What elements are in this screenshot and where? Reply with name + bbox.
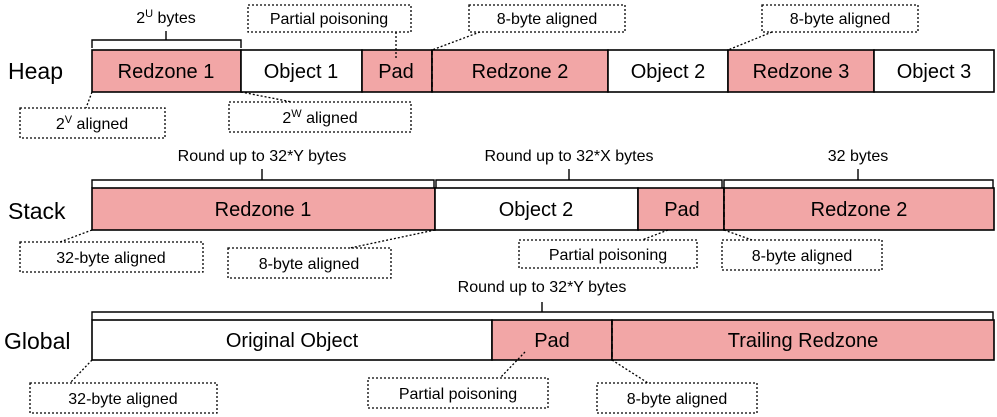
global-8-byte-aligned-box — [596, 382, 758, 414]
stack-bracket-middle: Round up to 32*X bytes — [435, 148, 723, 188]
stack-32-byte-aligned-pointer — [59, 229, 93, 243]
heap-2w-aligned-label: 2W aligned — [282, 108, 357, 127]
global-8-byte-aligned-label: 8-byte aligned — [627, 391, 728, 408]
global-8-byte-aligned-note: 8-byte aligned — [596, 359, 758, 414]
stack-32-byte-aligned-label: 32-byte aligned — [56, 250, 165, 267]
stack-row: Stack Round up to 32*Y bytes Round up to… — [8, 148, 995, 279]
heap-object-3-label: Object 3 — [897, 61, 971, 83]
heap-partial-poisoning-box — [247, 4, 412, 33]
global-8-byte-aligned-pointer — [611, 359, 649, 384]
heap-8-byte-aligned-label-1: 8-byte aligned — [497, 11, 598, 28]
heap-2w-aligned-pointer — [240, 91, 293, 103]
heap-pad-label: Pad — [378, 61, 414, 83]
global-pad-label: Pad — [534, 330, 570, 352]
stack-bracket-right-label: 32 bytes — [828, 148, 888, 165]
global-row: Global Round up to 32*Y bytes Original O… — [4, 279, 995, 414]
heap-8-byte-aligned-note-1: 8-byte aligned — [431, 4, 626, 51]
stack-object-2 — [434, 187, 639, 231]
heap-8-byte-aligned-pointer-2 — [727, 31, 773, 51]
stack-8-byte-aligned-box-left — [227, 247, 392, 279]
stack-bracket-left: Round up to 32*Y bytes — [91, 148, 435, 188]
heap-2w-aligned-box — [228, 101, 412, 133]
stack-redzone-2 — [723, 187, 995, 231]
heap-redzone-3 — [727, 49, 875, 93]
global-bracket-line — [91, 302, 994, 320]
heap-size-bracket: 2U bytes — [91, 8, 242, 48]
heap-object-3 — [873, 49, 995, 93]
heap-2w-aligned-note: 2W aligned — [228, 91, 412, 133]
heap-bracket-label: 2U bytes — [136, 8, 196, 27]
heap-partial-poisoning-note: Partial poisoning — [247, 4, 412, 58]
stack-bracket-left-line — [91, 169, 435, 188]
heap-redzone-3-label: Redzone 3 — [753, 61, 850, 83]
stack-8-byte-aligned-label-right: 8-byte aligned — [752, 248, 853, 265]
stack-32-byte-aligned-note: 32-byte aligned — [19, 229, 204, 273]
global-pad — [491, 319, 613, 361]
stack-object-2-label: Object 2 — [499, 199, 573, 221]
heap-object-1 — [240, 49, 363, 93]
heap-redzone-1-label: Redzone 1 — [118, 61, 215, 83]
heap-partial-poisoning-label: Partial poisoning — [270, 11, 388, 28]
global-partial-poisoning-box — [367, 377, 549, 409]
stack-bracket-right-line — [723, 169, 994, 188]
global-32-byte-aligned-note: 32-byte aligned — [29, 359, 218, 414]
heap-2v-aligned-label: 2V aligned — [56, 114, 128, 133]
heap-pad — [361, 49, 433, 93]
stack-8-byte-aligned-box-right — [721, 239, 883, 271]
heap-row-label: Heap — [8, 58, 63, 84]
heap-redzone-1 — [91, 49, 242, 93]
stack-redzone-2-label: Redzone 2 — [811, 199, 908, 221]
stack-partial-poisoning-pointer — [641, 229, 669, 241]
global-32-byte-aligned-pointer — [69, 359, 93, 384]
stack-row-label: Stack — [8, 198, 66, 224]
global-partial-poisoning-label: Partial poisoning — [399, 386, 517, 403]
stack-partial-poisoning-label: Partial poisoning — [549, 247, 667, 264]
stack-bracket-right: 32 bytes — [723, 148, 994, 188]
stack-partial-poisoning-box — [518, 239, 698, 269]
global-partial-poisoning-note: Partial poisoning — [367, 351, 549, 409]
global-trailing-redzone-label: Trailing Redzone — [728, 330, 878, 352]
heap-redzone-2-label: Redzone 2 — [472, 61, 569, 83]
heap-object-2-label: Object 2 — [631, 61, 705, 83]
stack-8-byte-aligned-pointer-left — [349, 229, 436, 249]
heap-8-byte-aligned-label-2: 8-byte aligned — [790, 11, 891, 28]
stack-32-byte-aligned-box — [19, 241, 204, 273]
heap-2v-aligned-note: 2V aligned — [19, 91, 166, 139]
stack-8-byte-aligned-label-left: 8-byte aligned — [259, 256, 360, 273]
global-32-byte-aligned-label: 32-byte aligned — [68, 391, 177, 408]
global-row-label: Global — [4, 328, 70, 354]
heap-8-byte-aligned-pointer-1 — [431, 31, 481, 51]
global-bracket: Round up to 32*Y bytes — [91, 279, 994, 320]
heap-2v-aligned-box — [19, 107, 166, 139]
stack-8-byte-aligned-note-right: 8-byte aligned — [721, 229, 883, 271]
stack-pad-label: Pad — [664, 199, 700, 221]
stack-bracket-left-label: Round up to 32*Y bytes — [178, 148, 347, 165]
heap-bracket-line — [91, 31, 242, 48]
heap-8-byte-aligned-box-1 — [468, 4, 626, 33]
stack-bracket-middle-label: Round up to 32*X bytes — [484, 148, 653, 165]
stack-bracket-middle-line — [435, 169, 723, 188]
heap-row: Heap 2U bytes Redzone 1 Object 1 Pad Red… — [8, 4, 995, 139]
heap-2v-aligned-pointer — [85, 91, 93, 109]
heap-object-1-label: Object 1 — [264, 61, 338, 83]
global-original-object-label: Original Object — [226, 330, 359, 352]
stack-redzone-1-label: Redzone 1 — [215, 199, 312, 221]
heap-8-byte-aligned-box-2 — [761, 4, 919, 33]
stack-8-byte-aligned-pointer-right — [723, 229, 753, 241]
heap-8-byte-aligned-note-2: 8-byte aligned — [727, 4, 919, 51]
global-32-byte-aligned-box — [29, 382, 218, 414]
stack-partial-poisoning-note: Partial poisoning — [518, 229, 698, 269]
stack-redzone-1 — [91, 187, 436, 231]
global-bracket-label: Round up to 32*Y bytes — [458, 279, 627, 296]
stack-8-byte-aligned-note-left: 8-byte aligned — [227, 229, 436, 279]
